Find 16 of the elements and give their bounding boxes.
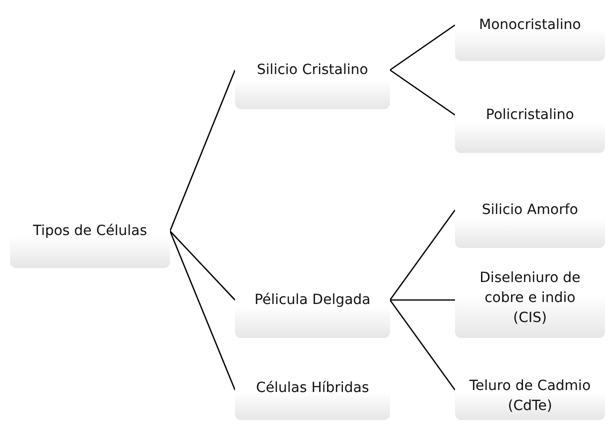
box-label: Teluro de Cadmio (CdTe) — [468, 377, 592, 416]
box-label: Diseleniuro de cobre e indio (CIS) — [478, 269, 582, 328]
box-label: Policristalino — [486, 106, 574, 125]
connector-line — [170, 230, 236, 300]
box-label: Células Híbridas — [256, 379, 370, 398]
connector-line — [389, 300, 456, 390]
connector-line — [390, 24, 456, 71]
box-label: Tipos de Células — [32, 222, 148, 241]
box-label: Silicio Amorfo — [482, 201, 578, 220]
box-label: Pélicula Delgada — [254, 291, 371, 310]
connector-line — [390, 299, 455, 301]
box-label: Monocristalino — [478, 16, 581, 35]
connector-line — [169, 70, 236, 232]
connector-line — [389, 210, 456, 300]
connector-line — [169, 230, 236, 390]
box-label: Silicio Cristalino — [256, 61, 368, 80]
